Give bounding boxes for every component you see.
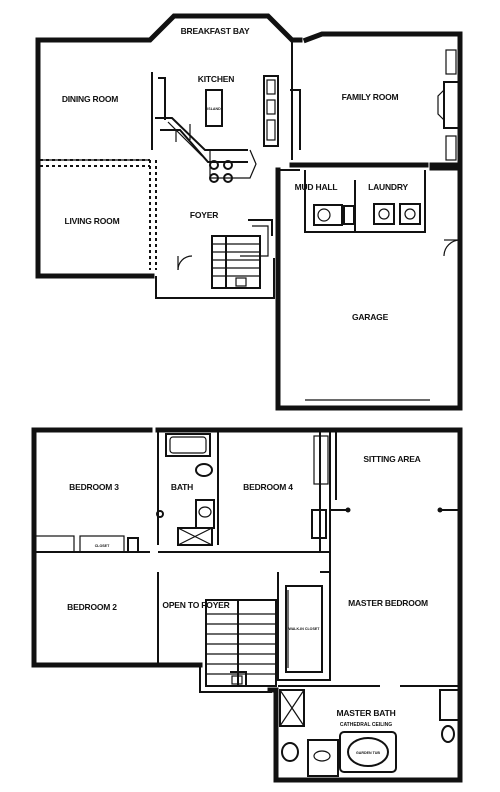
- fireplace: [437, 49, 461, 161]
- label-breakfast-bay-text: BREAKFAST BAY: [181, 26, 250, 36]
- second-floor-walls: [31, 427, 463, 783]
- label-dining-room: DINING ROOM: [62, 94, 118, 104]
- label-family-room: FAMILY ROOM: [342, 92, 399, 102]
- label-foyer: FOYER: [190, 210, 218, 220]
- label-garage: GARAGE: [352, 312, 389, 322]
- first-floor: BREAKFAST BAY KITCHEN ISLAND DINING ROOM…: [35, 13, 463, 411]
- label-garden-tub: GARDEN TUB: [356, 751, 380, 755]
- label-bedroom-3: BEDROOM 3: [69, 482, 119, 492]
- second-floor-closets: [33, 435, 329, 673]
- label-kitchen: KITCHEN: [198, 74, 234, 84]
- second-floor-stairs: [205, 599, 277, 687]
- label-closet: CLOSET: [95, 544, 110, 548]
- label-walk-in-closet: WALK-IN CLOSET: [289, 627, 321, 631]
- label-island: ISLAND: [207, 107, 221, 111]
- label-breakfast-bay: BREAKFAST BAY: [181, 26, 250, 36]
- label-bath: BATH: [171, 482, 193, 492]
- label-master-bath: MASTER BATH: [336, 708, 395, 718]
- label-open-to-foyer: OPEN TO FOYER: [162, 600, 229, 610]
- label-bedroom-2: BEDROOM 2: [67, 602, 117, 612]
- label-laundry: LAUNDRY: [368, 182, 408, 192]
- label-sitting-area: SITTING AREA: [363, 454, 420, 464]
- second-floor: BEDROOM 3 BATH BEDROOM 4 SITTING AREA BE…: [31, 427, 463, 783]
- label-living-room: LIVING ROOM: [65, 216, 120, 226]
- label-cathedral-ceiling: CATHEDRAL CEILING: [340, 722, 392, 728]
- kitchen-details: [151, 40, 301, 183]
- laundry-appliances: [313, 203, 421, 226]
- first-floor-stairs: [177, 219, 273, 289]
- master-bath-fixtures: [279, 507, 461, 777]
- dining-living-details: [40, 159, 157, 270]
- hall-bath-fixtures: [156, 433, 215, 546]
- label-mud-hall: MUD HALL: [295, 182, 338, 192]
- label-master-bedroom: MASTER BEDROOM: [348, 598, 428, 608]
- first-floor-walls: [35, 13, 463, 411]
- label-bedroom-4: BEDROOM 4: [243, 482, 293, 492]
